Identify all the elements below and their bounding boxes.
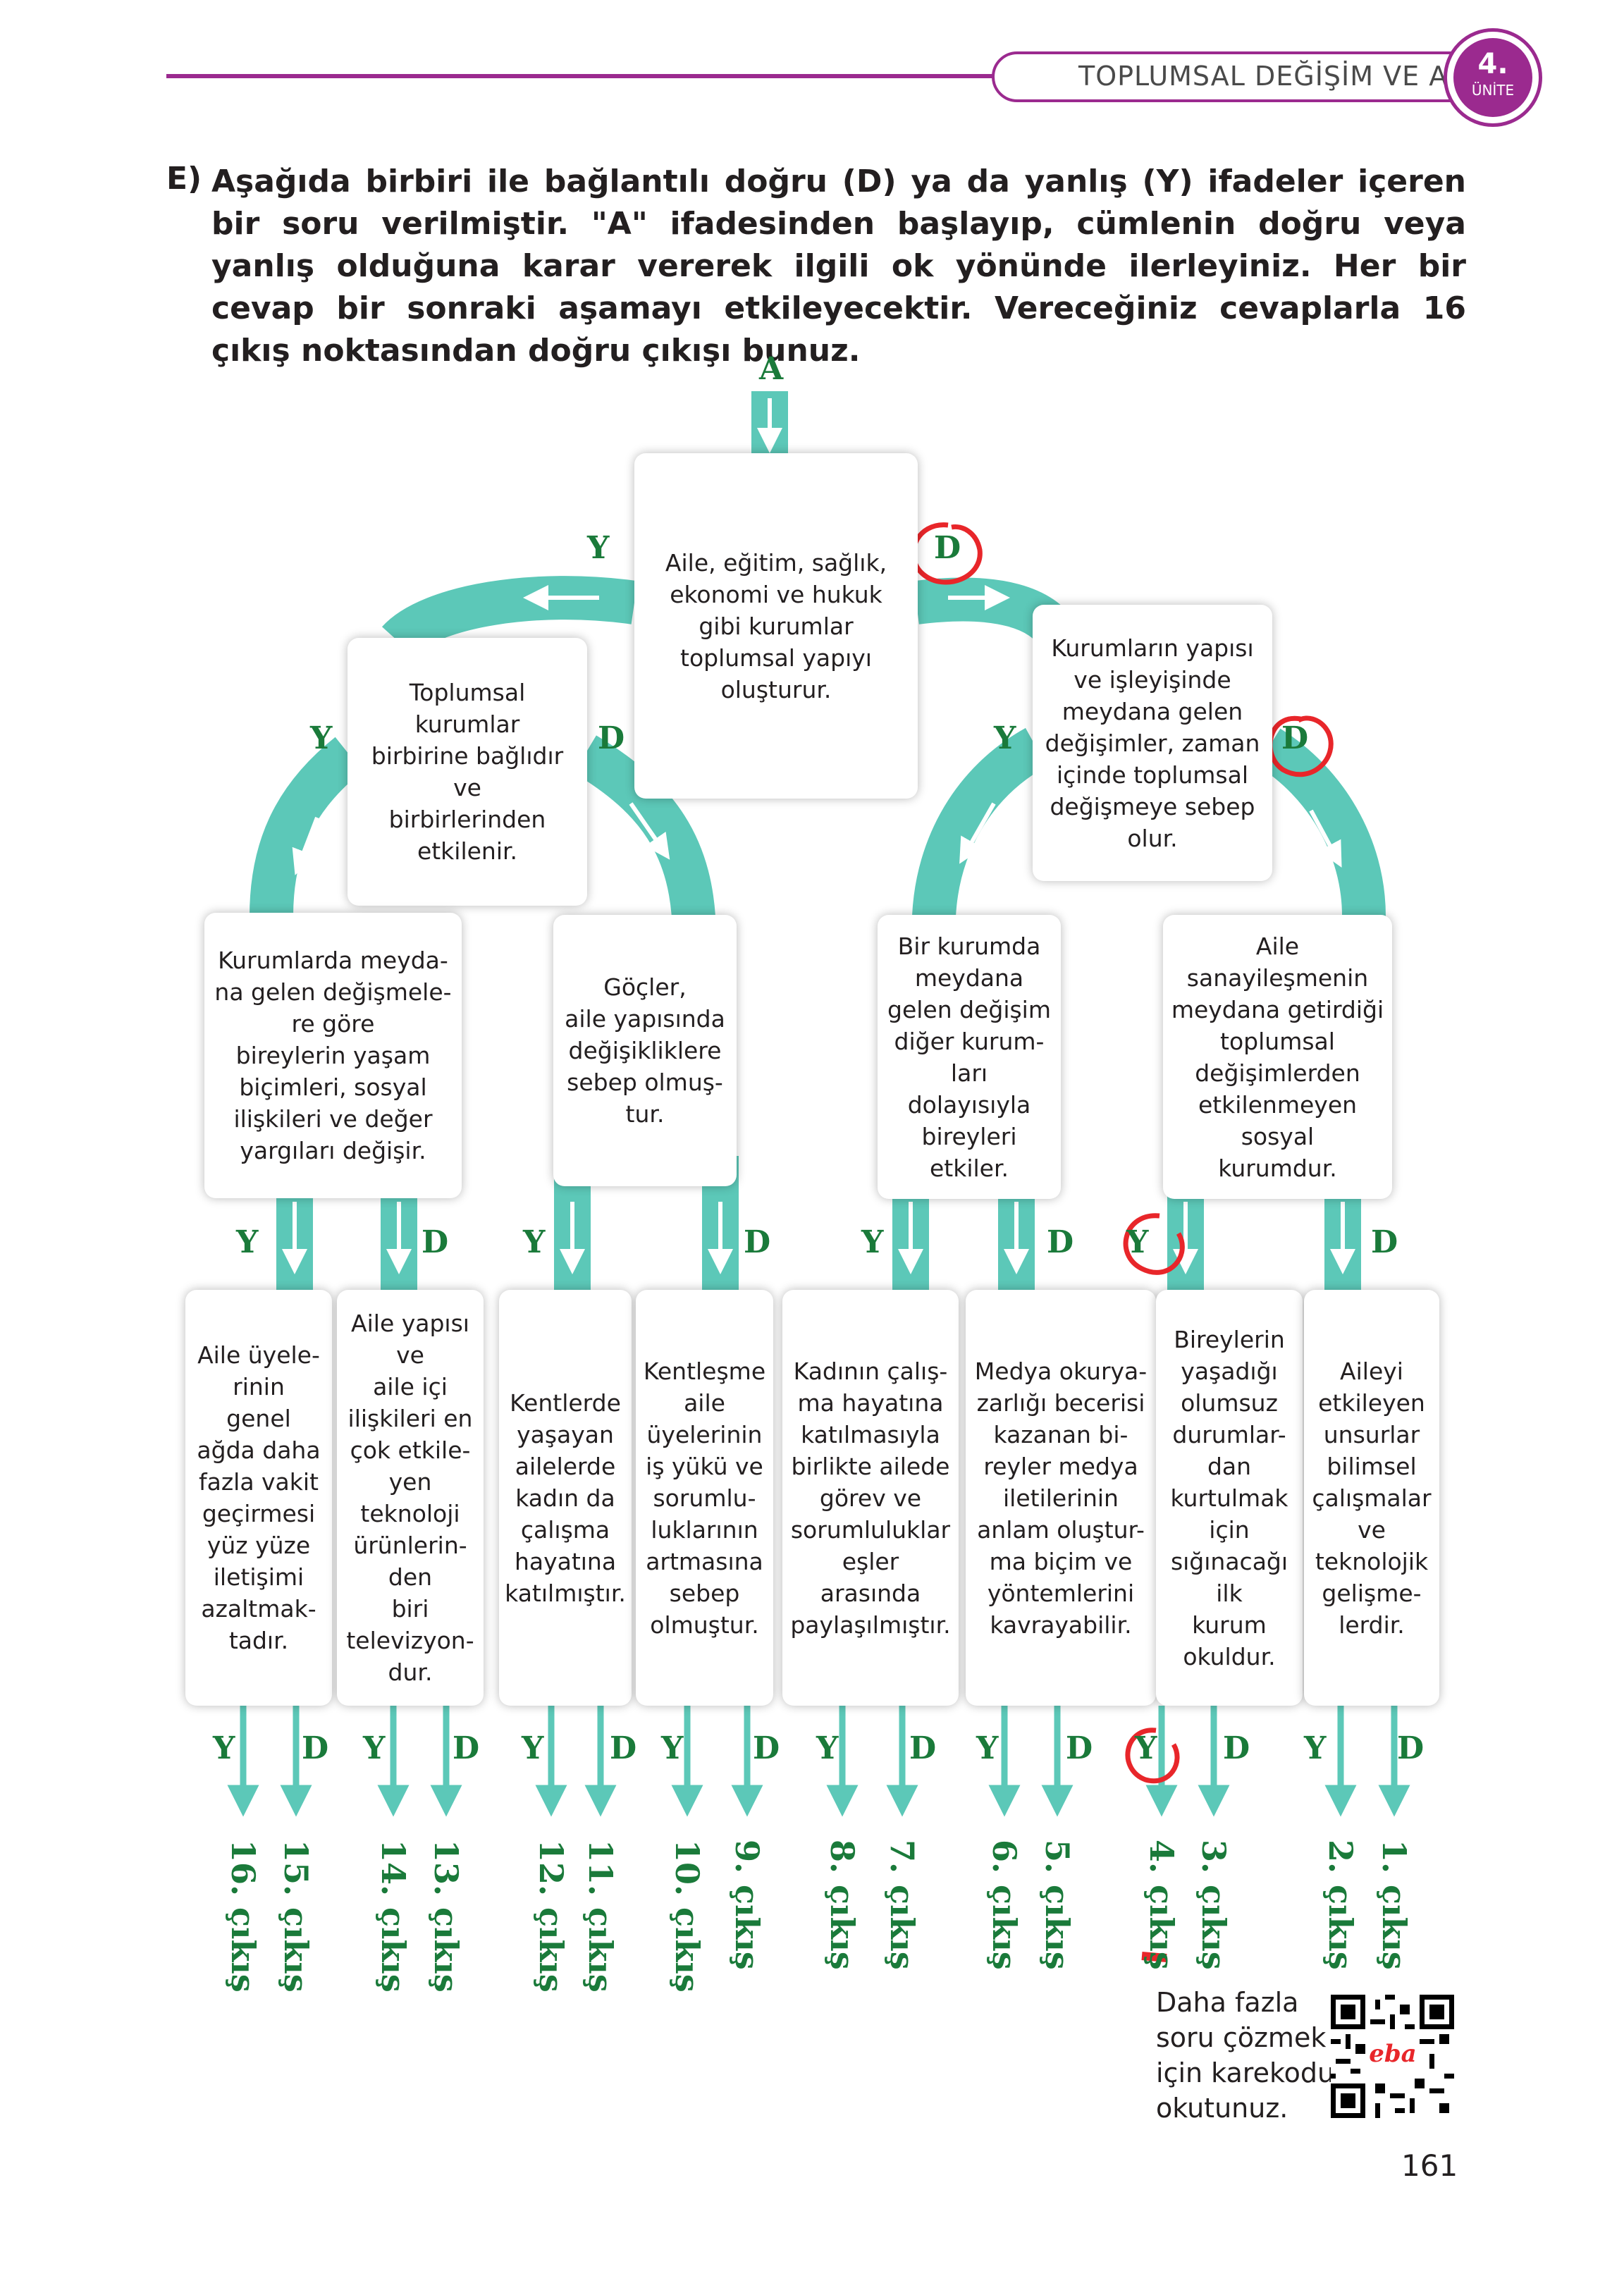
unit-label: ÜNİTE [1471,82,1515,99]
answer-label-d: D [1371,1224,1398,1260]
exit-label-13: 13. çıkış [427,1840,465,1993]
answer-label-y: Y [861,1224,884,1260]
answer-label-d: D [744,1224,771,1260]
qr-code[interactable]: eba [1331,1995,1454,2118]
statement-text: Aile yapısı ve aile içi ilişkileri en ço… [346,1310,474,1686]
exit-label-5: 5. çıkış [1038,1840,1076,1970]
statement-box-level4-3[interactable]: Kentlerde yaşayan ailelerde kadın da çal… [499,1290,632,1706]
statement-box-level4-1[interactable]: Aile üyele- rinin genel ağda daha fazla … [185,1290,332,1706]
statement-text: Kurumlarda meyda- na gelen değişmele- re… [214,947,452,1164]
answer-label-d: D [1066,1730,1093,1766]
exit-label-3: 3. çıkış [1195,1840,1233,1970]
statement-text: Aileyi etkileyen unsurlar bilimsel çalış… [1312,1357,1432,1639]
answer-label-y: Y [310,720,333,756]
answer-label-d: D [1397,1730,1425,1766]
exit-label-4: 4. çıkış [1143,1840,1181,1970]
statement-box-level3-1[interactable]: Kurumlarda meyda- na gelen değişmele- re… [204,913,462,1198]
answer-label-y: Y [236,1224,259,1260]
answer-label-y: Y [994,720,1016,756]
statement-box-level4-5[interactable]: Kadının çalış- ma hayatına katılmasıyla … [782,1290,959,1706]
answer-label-y: Y [363,1730,386,1766]
exit-label-6: 6. çıkış [985,1840,1023,1970]
statement-box-level3-2[interactable]: Göçler, aile yapısında değişikliklere se… [553,915,737,1186]
statement-text: Aile üyele- rinin genel ağda daha fazla … [197,1341,321,1654]
statement-text: Bir kurumda meydana gelen değişim diğer … [887,932,1051,1182]
exit-label-15: 15. çıkış [277,1840,315,1993]
statement-text: Medya okurya- zarlığı becerisi kazanan b… [974,1357,1148,1639]
statement-text: Kentlerde yaşayan ailelerde kadın da çal… [505,1389,626,1607]
answer-label-y: Y [213,1730,235,1766]
answer-label-d: D [1223,1730,1250,1766]
statement-box-level3-4[interactable]: Aile sanayileşmenin meydana getirdiği to… [1163,915,1392,1199]
exit-label-12: 12. çıkış [532,1840,570,1993]
statement-text: Göçler, aile yapısında değişikliklere se… [565,973,725,1128]
statement-box-level4-6[interactable]: Medya okurya- zarlığı becerisi kazanan b… [966,1290,1156,1706]
statement-text: Kurumların yapısı ve işleyişinde meydana… [1045,634,1260,852]
answer-label-d: D [302,1730,329,1766]
exit-label-2: 2. çıkış [1322,1840,1360,1970]
handwritten-marks [911,522,1334,1962]
question-text: Aşağıda birbiri ile bağlantılı doğru (D)… [211,164,1466,369]
answer-label-y: Y [976,1730,999,1766]
qr-instruction: Daha fazla soru çözmek için karekodu oku… [1156,1987,1335,2124]
statement-box-level1[interactable]: Aile, eğitim, sağlık, ekonomi ve hukuk g… [634,453,918,799]
answer-label-y: Y [661,1730,684,1766]
exit-label-7: 7. çıkış [883,1840,921,1970]
exit-label-11: 11. çıkış [582,1840,620,1993]
statement-box-level4-7[interactable]: Bireylerin yaşadığı olumsuz durumlar- da… [1156,1290,1303,1706]
header-pill [992,51,1499,102]
statement-box-level4-4[interactable]: Kentleşme aile üyelerinin iş yükü ve sor… [636,1290,773,1706]
answer-label-d: D [422,1224,449,1260]
exit-label-9: 9. çıkış [728,1840,766,1970]
answer-label-d: D [934,530,961,566]
answer-label-d: D [1281,720,1309,756]
statement-box-level2-left[interactable]: Toplumsal kurumlar birbirine bağlıdır ve… [347,638,587,906]
unit-badge-inner: 4. ÜNİTE [1453,38,1532,117]
start-label: A [759,351,784,387]
statement-text: Kadının çalış- ma hayatına katılmasıyla … [790,1357,951,1639]
eba-logo: eba [1369,2040,1417,2068]
answer-label-y: Y [523,1224,546,1260]
unit-title: TOPLUMSAL DEĞİŞİM VE AİLE [1078,61,1490,92]
statement-box-level2-right[interactable]: Kurumların yapısı ve işleyişinde meydana… [1033,605,1272,881]
answer-label-y: Y [587,530,610,566]
statement-box-level3-3[interactable]: Bir kurumda meydana gelen değişim diğer … [878,915,1061,1199]
page-number: 161 [1401,2148,1458,2183]
answer-label-d: D [598,720,625,756]
answer-label-d: D [610,1730,637,1766]
exit-label-1: 1. çıkış [1375,1840,1413,1970]
exit-label-14: 14. çıkış [374,1840,412,1993]
qr-code-graphic [1331,1995,1454,2118]
statement-text: Kentleşme aile üyelerinin iş yükü ve sor… [643,1357,766,1639]
answer-label-y: Y [522,1730,544,1766]
statement-box-level4-8[interactable]: Aileyi etkileyen unsurlar bilimsel çalış… [1304,1290,1439,1706]
answer-label-y: Y [1135,1730,1157,1766]
header-rule [166,74,1153,78]
statement-text: Aile, eğitim, sağlık, ekonomi ve hukuk g… [665,548,887,703]
answer-label-y: Y [816,1730,839,1766]
exit-label-8: 8. çıkış [823,1840,861,1970]
answer-label-d: D [453,1730,480,1766]
unit-number: 4. [1477,48,1508,80]
statement-text: Bireylerin yaşadığı olumsuz durumlar- da… [1170,1325,1288,1670]
statement-text: Aile sanayileşmenin meydana getirdiği to… [1171,932,1384,1182]
answer-label-d: D [753,1730,780,1766]
statement-box-level4-2[interactable]: Aile yapısı ve aile içi ilişkileri en ço… [337,1290,484,1706]
answer-label-d: D [1047,1224,1074,1260]
statement-text: Toplumsal kurumlar birbirine bağlıdır ve… [371,679,564,865]
exit-label-10: 10. çıkış [668,1840,706,1993]
answer-label-y: Y [1126,1224,1149,1260]
answer-label-d: D [909,1730,937,1766]
answer-label-y: Y [1304,1730,1327,1766]
question-label: E) [166,161,202,197]
exit-label-16: 16. çıkış [224,1840,262,1993]
